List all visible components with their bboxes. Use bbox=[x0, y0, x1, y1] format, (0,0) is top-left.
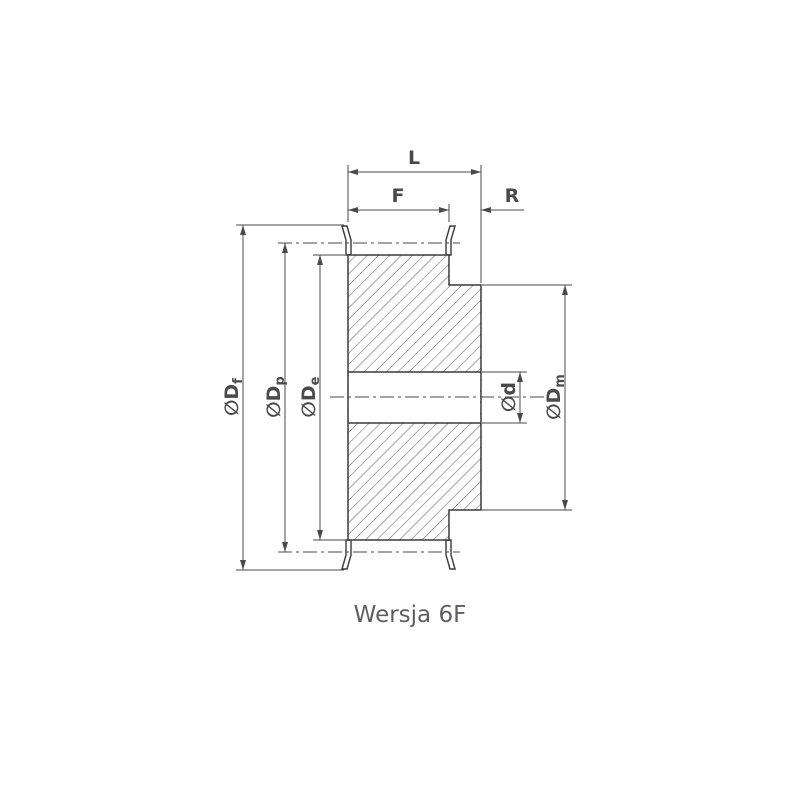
dimension-F: F bbox=[348, 185, 449, 213]
arrow-up-icon bbox=[240, 225, 246, 235]
arrow-left-icon bbox=[348, 169, 358, 175]
arrow-down-icon bbox=[240, 560, 246, 570]
dimension-De: ∅De bbox=[298, 255, 323, 540]
arrow-up-icon bbox=[317, 255, 323, 265]
extension-lines bbox=[236, 165, 572, 571]
drawing-caption: Wersja 6F bbox=[354, 602, 467, 628]
dimension-d: ∅d bbox=[498, 372, 523, 423]
arrow-right-icon bbox=[439, 207, 449, 213]
dim-label-De: ∅De bbox=[298, 376, 323, 417]
arrow-right-icon bbox=[471, 169, 481, 175]
arrow-up-icon bbox=[282, 243, 288, 253]
arrow-up-icon bbox=[517, 372, 523, 382]
arrow-left-icon bbox=[348, 207, 358, 213]
dim-label-L: L bbox=[408, 147, 420, 169]
dim-label-Dp: ∅Dp bbox=[263, 376, 288, 417]
dimension-Dm: ∅Dm bbox=[543, 285, 568, 510]
arrow-down-icon bbox=[282, 542, 288, 552]
dim-label-d: ∅d bbox=[498, 382, 520, 412]
dimension-Df: ∅Df bbox=[221, 225, 246, 570]
flange-top bbox=[341, 225, 456, 256]
arrow-down-icon bbox=[562, 500, 568, 510]
dim-label-Df: ∅Df bbox=[221, 378, 246, 416]
dim-label-R: R bbox=[505, 185, 520, 207]
centerlines bbox=[278, 242, 545, 553]
arrow-down-icon bbox=[517, 413, 523, 423]
dim-label-Dm: ∅Dm bbox=[543, 374, 568, 420]
arrow-down-icon bbox=[317, 530, 323, 540]
dimension-L: L bbox=[348, 147, 481, 175]
flange-bottom bbox=[341, 539, 456, 570]
dimension-Dp: ∅Dp bbox=[263, 243, 288, 552]
arrow-up-icon bbox=[562, 285, 568, 295]
arrow-left-icon bbox=[481, 207, 491, 213]
dimension-R: R bbox=[481, 185, 524, 213]
dim-label-F: F bbox=[392, 185, 405, 207]
